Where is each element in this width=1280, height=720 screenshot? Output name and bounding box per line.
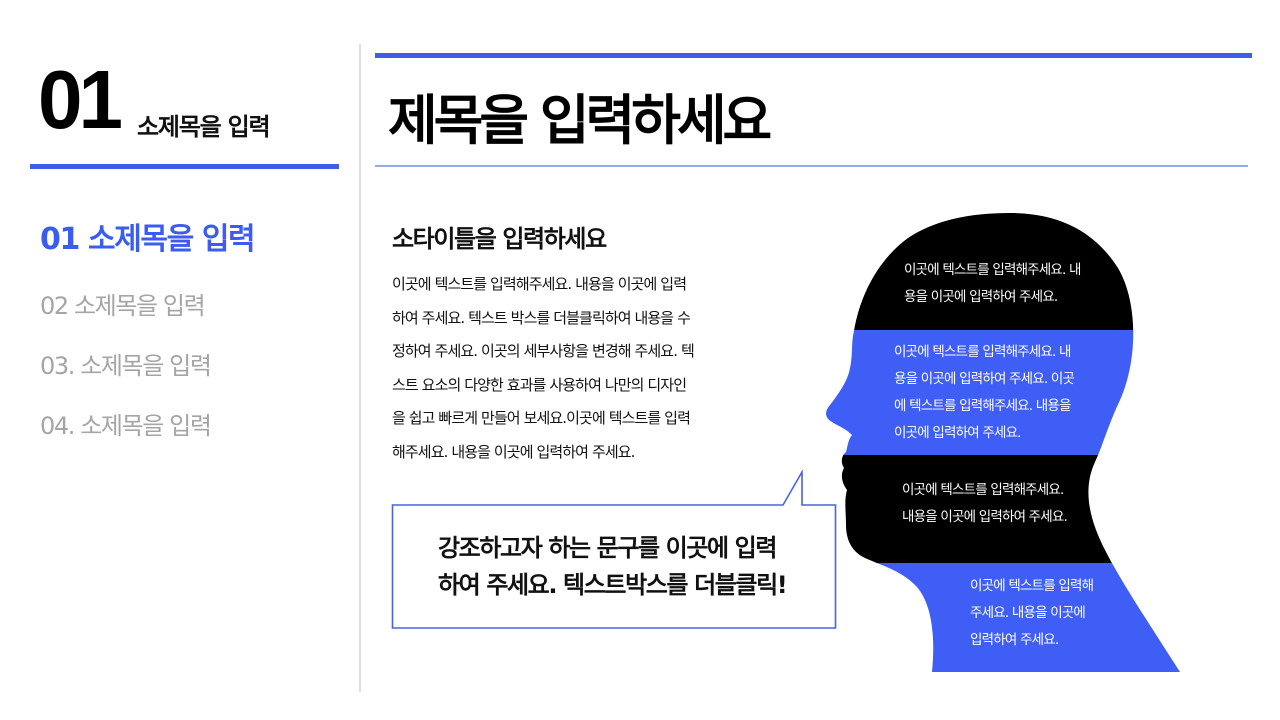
body-line: 스트 요소의 다양한 효과를 사용하여 나만의 디자인 xyxy=(392,375,687,394)
nav-item-01[interactable]: 01 소제목을 입력 xyxy=(40,222,256,257)
speech-bubble-callout: 강조하고자 하는 문구를 이곳에 입력 하여 주세요. 텍스트박스를 더블클릭! xyxy=(391,470,837,630)
body-line: 해주세요. 내용을 이곳에 입력하여 주세요. xyxy=(392,442,635,461)
section-number: 01 xyxy=(38,53,123,146)
nav-item-02[interactable]: 02 소제목을 입력 xyxy=(40,292,206,320)
title-underline-rule xyxy=(375,165,1248,167)
band-line: 이곳에 텍스트를 입력해주세요. 내 xyxy=(894,344,1071,360)
band-line: 입력하여 주세요. xyxy=(970,632,1059,648)
page-title: 제목을 입력하세요 xyxy=(388,89,772,152)
body-line: 정하여 주세요. 이곳의 세부사항을 변경해 주세요. 텍 xyxy=(392,342,695,360)
top-accent-rule xyxy=(375,53,1252,58)
callout-text: 강조하고자 하는 문구를 이곳에 입력 하여 주세요. 텍스트박스를 더블클릭! xyxy=(438,530,788,604)
band-line: 용을 이곳에 입력하여 주세요. 이곳 xyxy=(894,371,1075,387)
body-paragraph: 이곳에 텍스트를 입력해주세요. 내용을 이곳에 입력 하여 주세요. 텍스트 … xyxy=(392,268,732,469)
speech-bubble-outline-icon xyxy=(391,470,837,629)
band-line: 이곳에 텍스트를 입력해주세요. 내 xyxy=(904,262,1081,278)
callout-line: 하여 주세요. 텍스트박스를 더블클릭! xyxy=(438,571,788,599)
head-profile-icon xyxy=(826,213,1181,672)
nav-item-03[interactable]: 03. 소제목을 입력 xyxy=(40,352,212,380)
content-subtitle: 소타이틀을 입력하세요 xyxy=(392,225,607,253)
band-line: 내용을 이곳에 입력하여 주세요. xyxy=(902,509,1068,525)
head-band-4-text: 이곳에 텍스트를 입력해 주세요. 내용을 이곳에 입력하여 주세요. xyxy=(970,573,1094,654)
band-line: 에 텍스트를 입력해주세요. 내용을 xyxy=(894,398,1071,414)
band-line: 이곳에 텍스트를 입력해 xyxy=(970,578,1094,594)
body-line: 을 쉽고 빠르게 만들어 보세요.이곳에 텍스트를 입력 xyxy=(392,409,691,427)
head-band-1-text: 이곳에 텍스트를 입력해주세요. 내 용을 이곳에 입력하여 주세요. xyxy=(904,257,1081,311)
section-subtitle: 소제목을 입력 xyxy=(137,113,271,141)
head-silhouette-graphic: 이곳에 텍스트를 입력해주세요. 내 용을 이곳에 입력하여 주세요. 이곳에 … xyxy=(820,200,1200,680)
nav-item-04[interactable]: 04. 소제목을 입력 xyxy=(40,412,212,440)
head-band-2-text: 이곳에 텍스트를 입력해주세요. 내 용을 이곳에 입력하여 주세요. 이곳 에… xyxy=(894,339,1075,447)
left-accent-rule xyxy=(30,164,339,169)
body-line: 하여 주세요. 텍스트 박스를 더블클릭하여 내용을 수 xyxy=(392,308,691,327)
callout-line: 강조하고자 하는 문구를 이곳에 입력 xyxy=(438,534,777,562)
band-line: 이곳에 텍스트를 입력해주세요. xyxy=(902,482,1064,498)
head-band-3-text: 이곳에 텍스트를 입력해주세요. 내용을 이곳에 입력하여 주세요. xyxy=(902,477,1068,531)
band-line: 용을 이곳에 입력하여 주세요. xyxy=(904,289,1058,305)
band-line: 주세요. 내용을 이곳에 xyxy=(970,605,1086,621)
band-line: 이곳에 입력하여 주세요. xyxy=(894,425,1021,441)
vertical-divider xyxy=(359,44,361,692)
body-line: 이곳에 텍스트를 입력해주세요. 내용을 이곳에 입력 xyxy=(392,275,687,293)
